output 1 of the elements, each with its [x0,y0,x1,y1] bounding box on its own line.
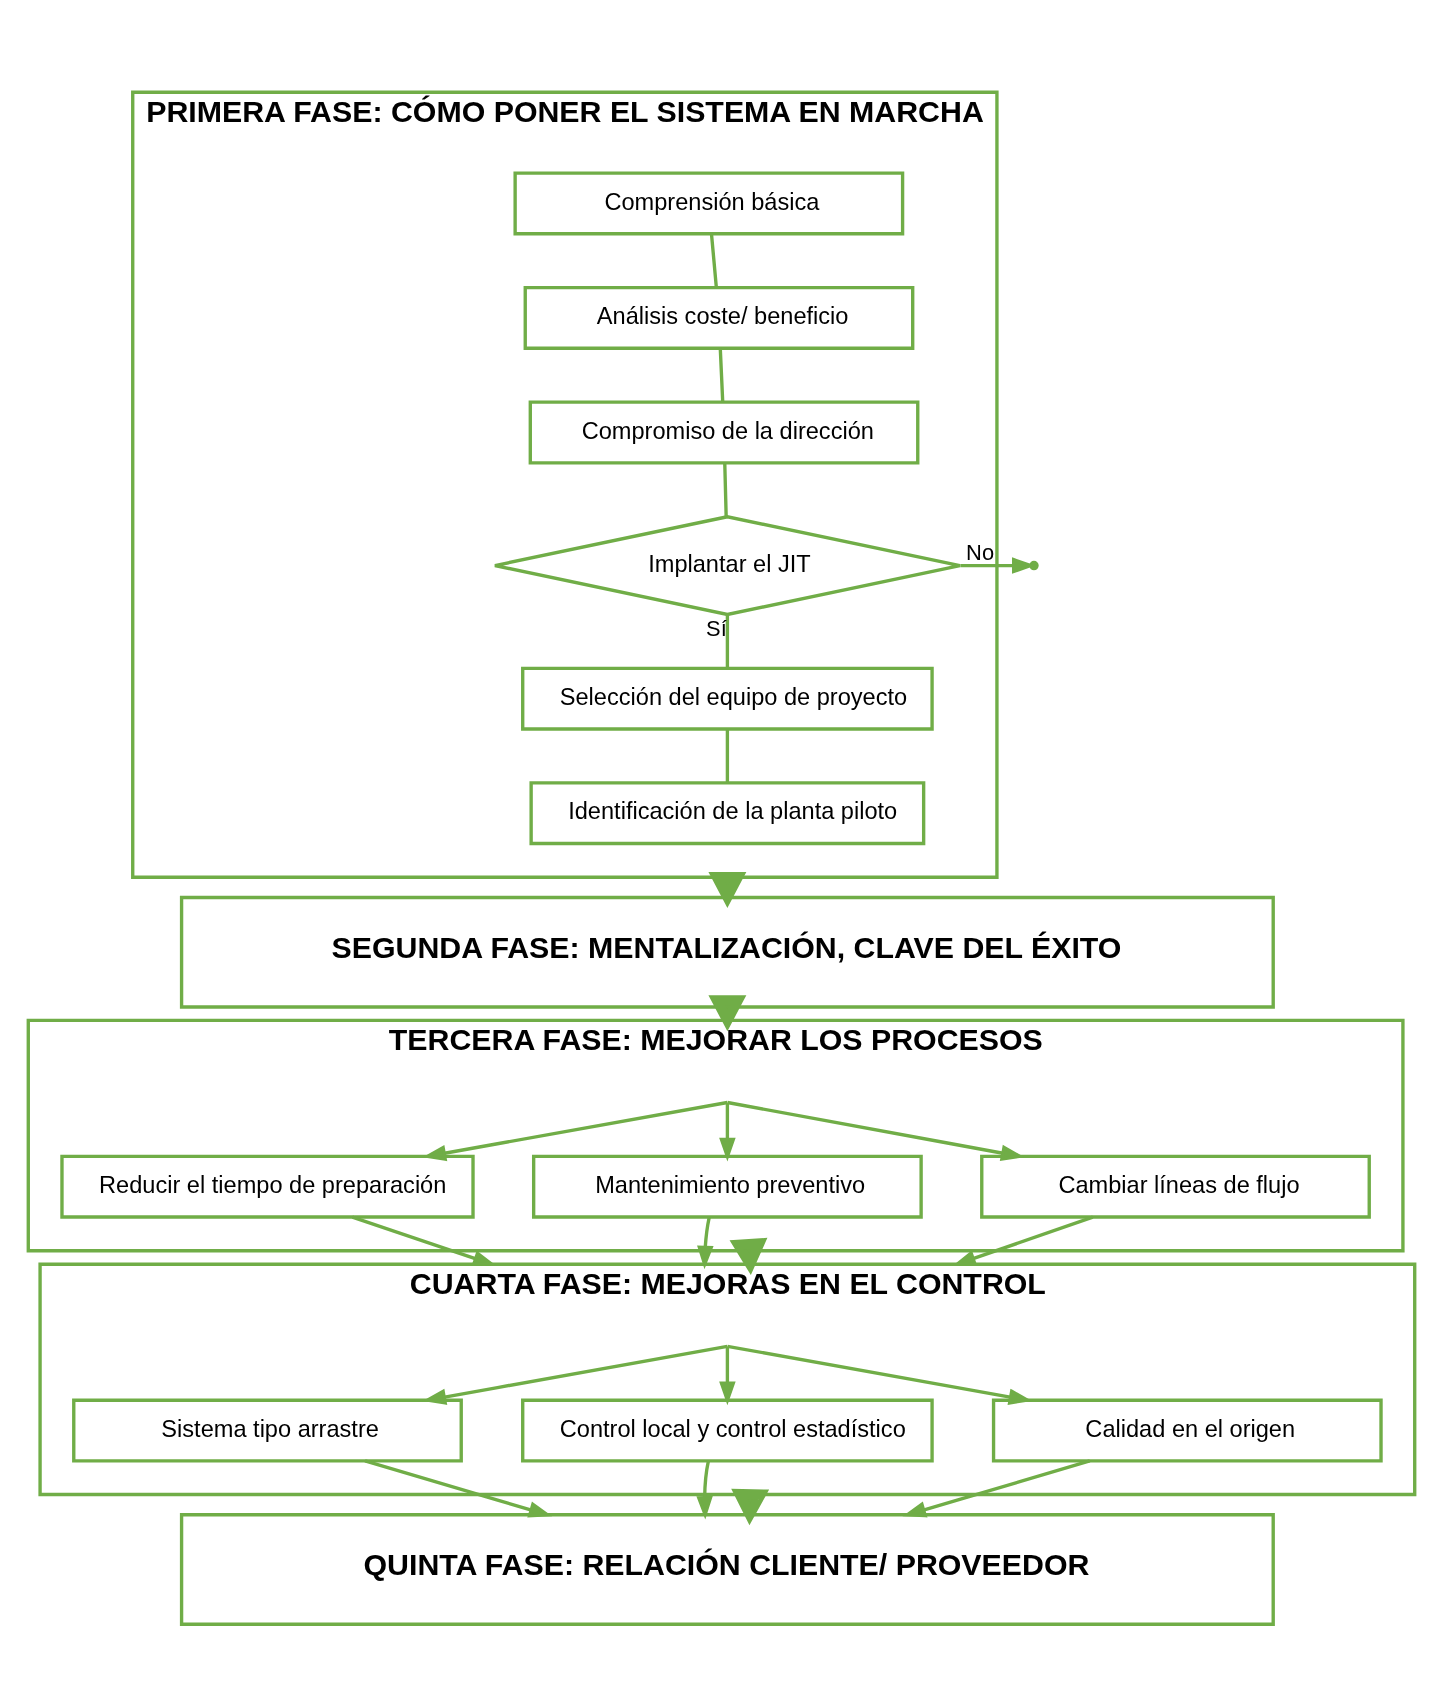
edge-label: No [966,539,995,565]
